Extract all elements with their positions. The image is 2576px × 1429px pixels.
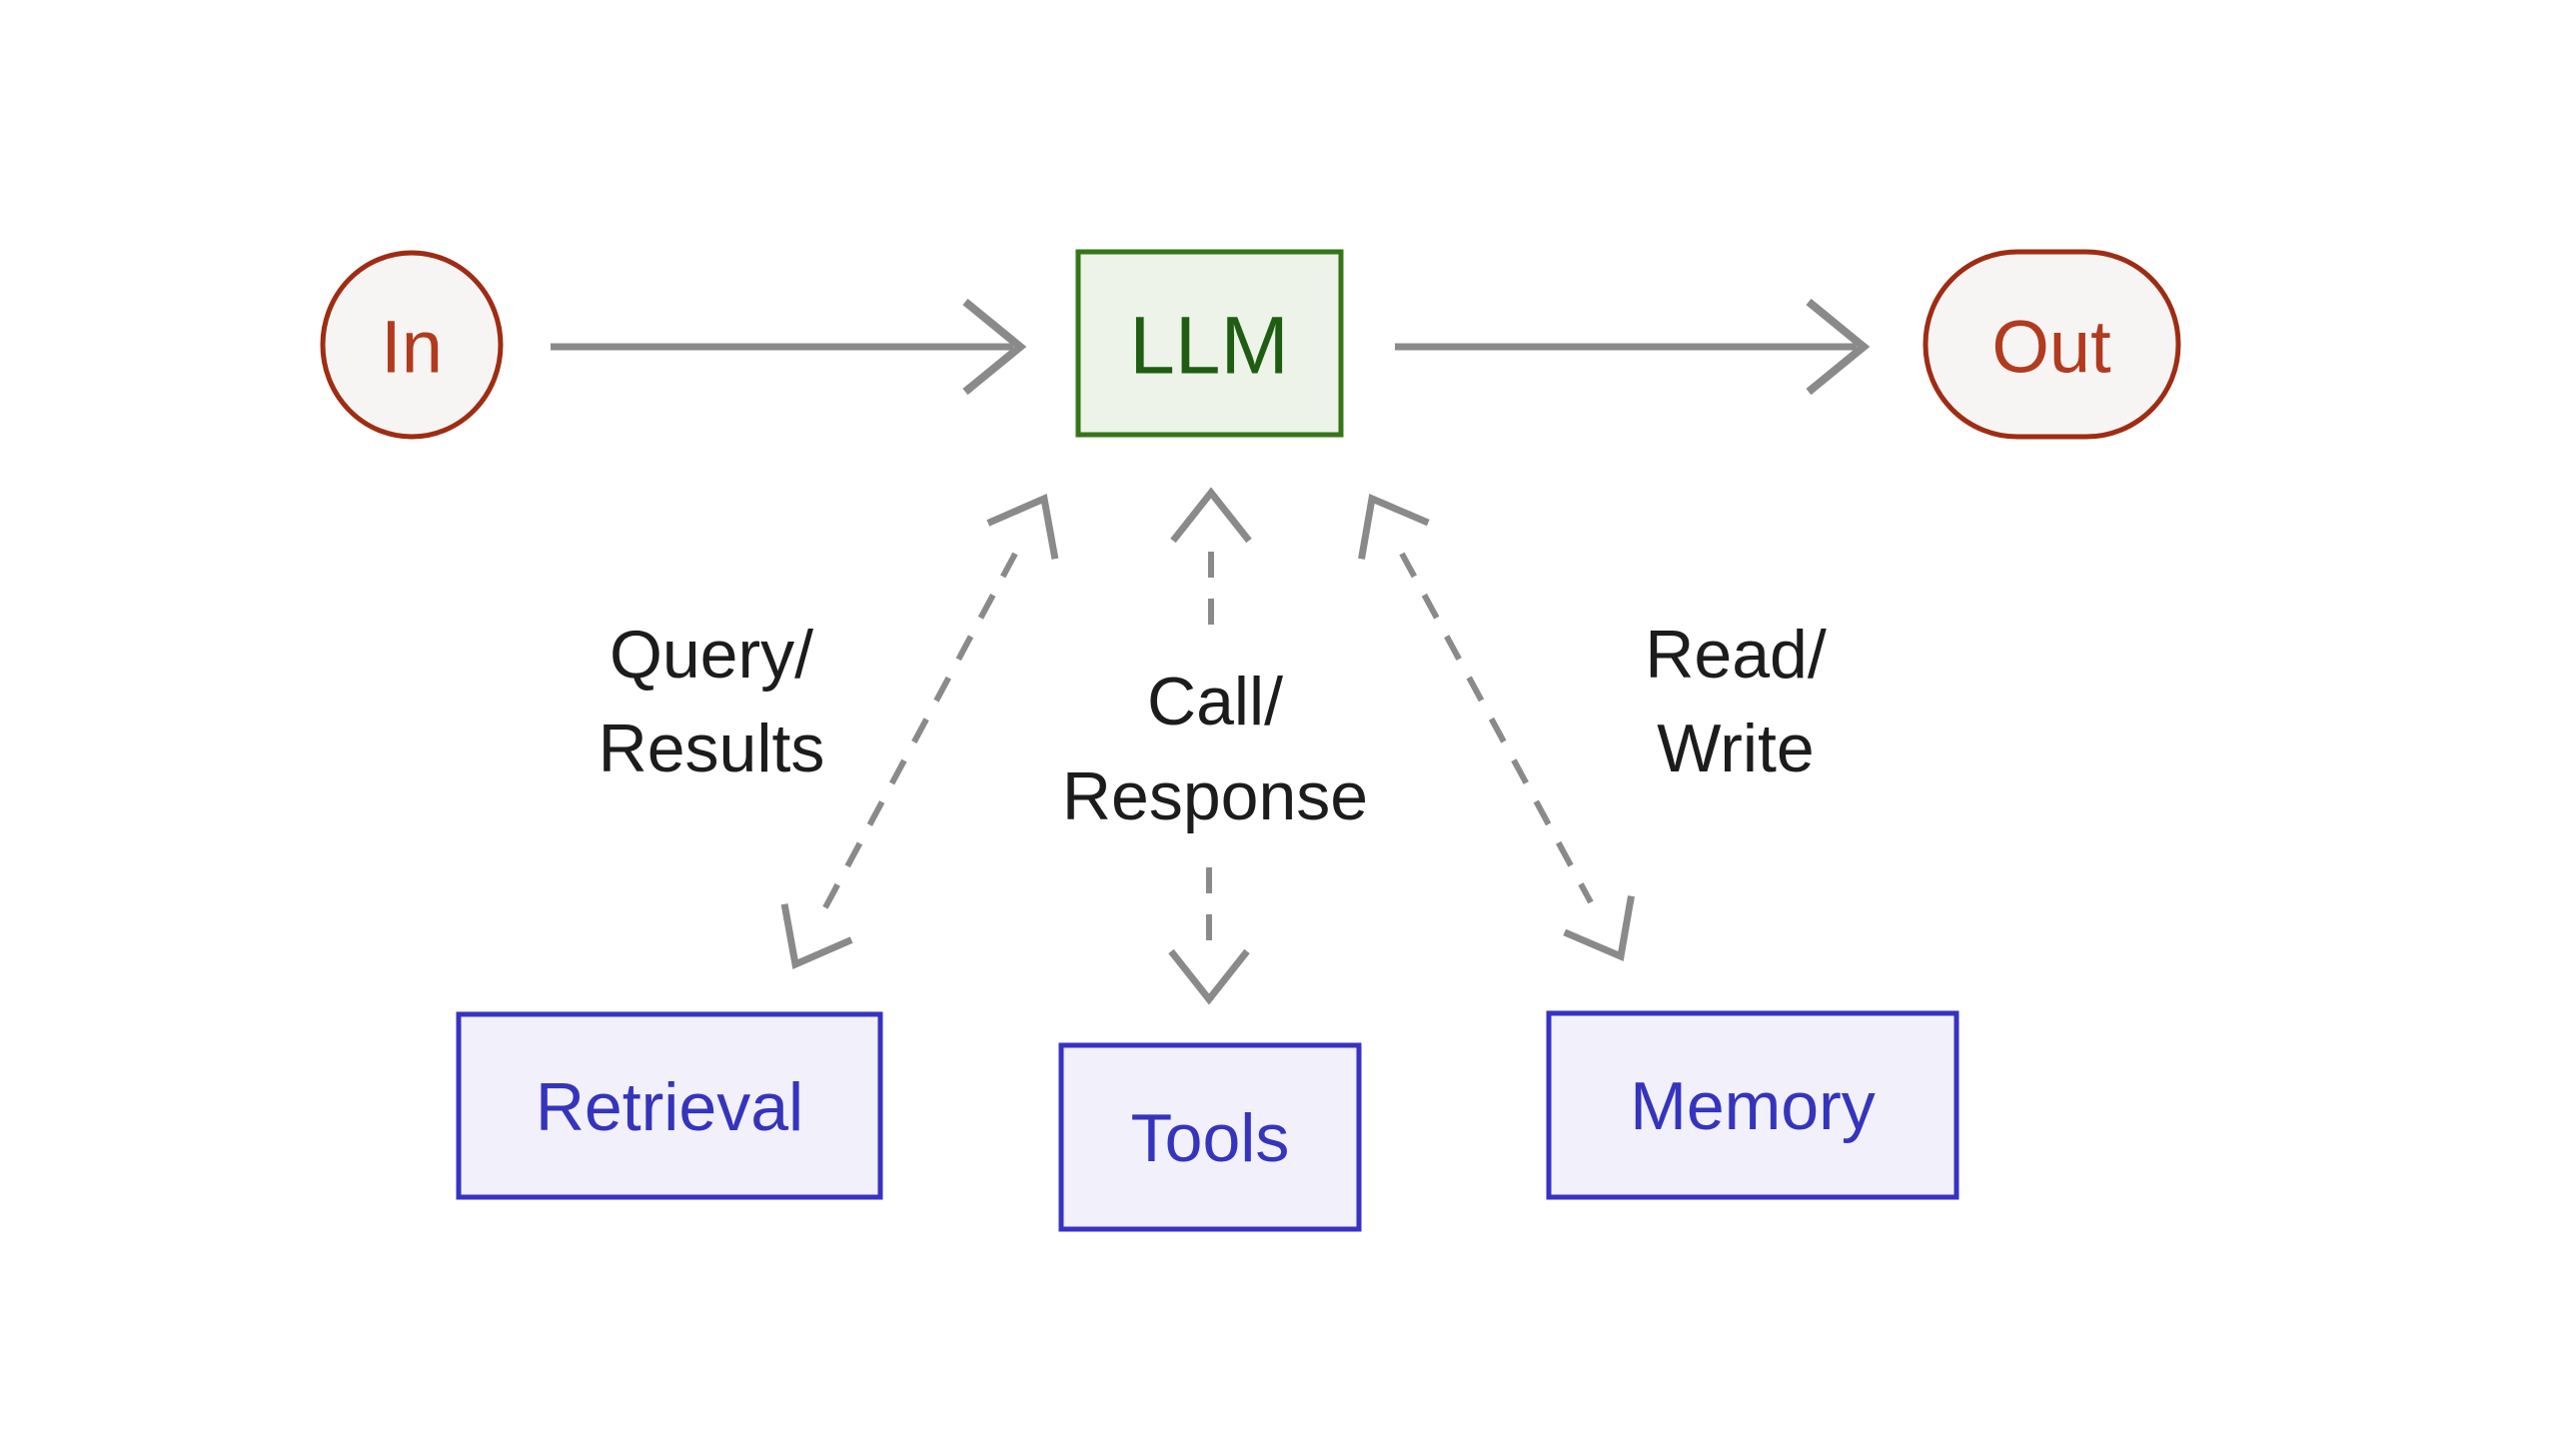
arrowhead-right-icon bbox=[1806, 298, 1871, 396]
call-label-line1: Call/ bbox=[1147, 664, 1283, 739]
node-out: Out bbox=[1923, 249, 2181, 440]
arrowhead-up-icon bbox=[1358, 494, 1430, 560]
tools-label: Tools bbox=[1131, 1100, 1290, 1176]
arrowhead-up-icon bbox=[1170, 487, 1252, 544]
edge-label-query-results: Query/ Results bbox=[599, 617, 825, 786]
arrow-llm-memory bbox=[1358, 494, 1635, 961]
arrow-llm-retrieval bbox=[780, 494, 1059, 969]
read-label-line1: Read/ bbox=[1645, 617, 1827, 693]
memory-label: Memory bbox=[1630, 1068, 1876, 1144]
edge-label-call-response: Call/ Response bbox=[1062, 664, 1368, 834]
in-label: In bbox=[381, 306, 443, 389]
query-label-line1: Query/ bbox=[610, 617, 813, 693]
edge-label-read-write: Read/ Write bbox=[1645, 617, 1827, 786]
memory-box bbox=[1546, 1010, 1959, 1200]
retrieval-box bbox=[456, 1011, 883, 1200]
out-pill bbox=[1923, 249, 2181, 440]
arrowhead-down-icon bbox=[1563, 895, 1635, 961]
node-retrieval: Retrieval bbox=[456, 1011, 883, 1200]
llm-box bbox=[1075, 249, 1344, 438]
tools-box bbox=[1058, 1042, 1362, 1232]
arrow-llm-to-out bbox=[1395, 298, 1871, 396]
arrow-llm-tools bbox=[1168, 487, 1252, 1005]
arrowhead-up-icon bbox=[986, 494, 1059, 560]
llm-label: LLM bbox=[1129, 301, 1289, 392]
out-label: Out bbox=[1991, 306, 2111, 389]
retrieval-label: Retrieval bbox=[536, 1069, 803, 1145]
node-in: In bbox=[320, 250, 504, 440]
call-label-line2: Response bbox=[1062, 758, 1368, 834]
arrowhead-right-icon bbox=[962, 298, 1027, 396]
arrowhead-down-icon bbox=[1168, 948, 1250, 1005]
node-llm: LLM bbox=[1075, 249, 1344, 438]
arrowhead-down-icon bbox=[780, 903, 853, 969]
arrow-in-to-llm bbox=[551, 298, 1027, 396]
node-memory: Memory bbox=[1546, 1010, 1959, 1200]
in-circle bbox=[320, 250, 504, 440]
read-label-line2: Write bbox=[1657, 711, 1814, 786]
query-label-line2: Results bbox=[599, 711, 825, 786]
dashed-shaft bbox=[1399, 552, 1594, 904]
dashed-shaft bbox=[821, 552, 1018, 911]
node-tools: Tools bbox=[1058, 1042, 1362, 1232]
